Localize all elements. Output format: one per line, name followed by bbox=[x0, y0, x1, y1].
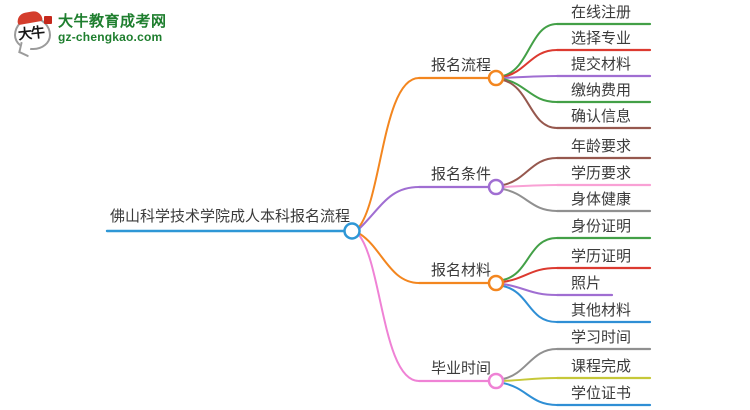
root-node-label[interactable]: 佛山科学技术学院成人本科报名流程 bbox=[110, 208, 351, 225]
leaf-node-label[interactable]: 身体健康 bbox=[571, 191, 632, 208]
branch-curve bbox=[359, 186, 420, 229]
leaf-curve bbox=[502, 184, 558, 188]
leaf-curve bbox=[502, 23, 558, 77]
branch-curve bbox=[359, 233, 420, 284]
leaf-curve bbox=[502, 285, 558, 323]
leaf-curve bbox=[502, 78, 558, 103]
leaf-curve bbox=[502, 267, 558, 283]
leaf-node-label[interactable]: 身份证明 bbox=[571, 218, 632, 235]
leaf-node-label[interactable]: 缴纳费用 bbox=[571, 82, 632, 99]
leaf-curve bbox=[502, 283, 558, 296]
branch-curve bbox=[358, 77, 420, 228]
leaf-node-label[interactable]: 照片 bbox=[571, 275, 602, 292]
branch-node-handle[interactable] bbox=[487, 274, 505, 292]
branch-node-label[interactable]: 报名流程 bbox=[431, 57, 492, 74]
leaf-curve bbox=[502, 377, 558, 382]
leaf-node-label[interactable]: 年龄要求 bbox=[571, 138, 632, 155]
leaf-curve bbox=[502, 79, 558, 129]
logo-seal-icon bbox=[44, 16, 52, 24]
branch-node-label[interactable]: 毕业时间 bbox=[431, 360, 492, 377]
leaf-node-label[interactable]: 确认信息 bbox=[571, 108, 632, 125]
leaf-curve bbox=[502, 49, 558, 78]
leaf-curve bbox=[502, 188, 558, 212]
branch-node-handle[interactable] bbox=[487, 178, 505, 196]
speech-bubble-icon: 大牛 bbox=[14, 9, 52, 58]
leaf-node-label[interactable]: 提交材料 bbox=[571, 56, 632, 73]
root-node-handle[interactable] bbox=[343, 222, 361, 240]
leaf-curve bbox=[502, 382, 558, 406]
site-logo: 大牛 大牛教育成考网 gz-chengkao.com bbox=[14, 8, 167, 58]
leaf-curve bbox=[502, 237, 558, 281]
leaf-node-label[interactable]: 学位证书 bbox=[571, 385, 632, 402]
leaf-curve bbox=[502, 157, 558, 186]
leaf-curve bbox=[502, 348, 558, 380]
leaf-node-label[interactable]: 学历证明 bbox=[571, 248, 632, 265]
branch-node-label[interactable]: 报名材料 bbox=[431, 262, 492, 279]
brand-name: 大牛教育成考网 bbox=[58, 13, 167, 30]
branch-node-handle[interactable] bbox=[487, 69, 505, 87]
leaf-node-label[interactable]: 学习时间 bbox=[571, 329, 632, 346]
branch-curve bbox=[358, 234, 420, 382]
brand-domain: gz-chengkao.com bbox=[58, 30, 163, 44]
leaf-node-label[interactable]: 其他材料 bbox=[571, 302, 632, 319]
branch-node-handle[interactable] bbox=[487, 372, 505, 390]
leaf-node-label[interactable]: 课程完成 bbox=[571, 358, 632, 375]
leaf-node-label[interactable]: 选择专业 bbox=[571, 30, 632, 47]
branch-node-label[interactable]: 报名条件 bbox=[431, 166, 492, 183]
leaf-curve bbox=[502, 75, 558, 79]
leaf-node-label[interactable]: 在线注册 bbox=[571, 4, 632, 21]
leaf-node-label[interactable]: 学历要求 bbox=[571, 165, 632, 182]
